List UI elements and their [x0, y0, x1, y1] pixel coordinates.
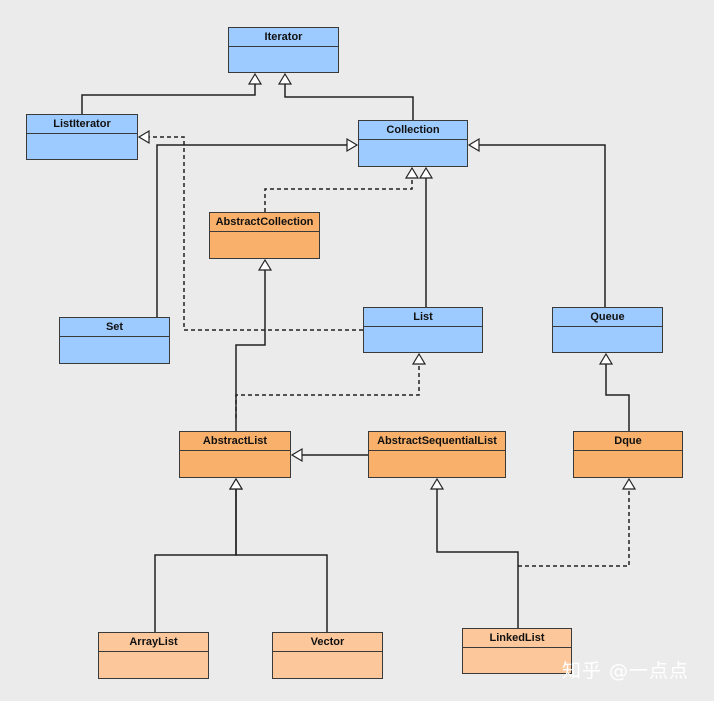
edge-abstractlist-to-abstractcollection — [235, 270, 266, 431]
node-queue[interactable]: Queue — [552, 307, 663, 353]
arrowhead-collection-to-iterator — [277, 72, 293, 85]
edge-arraylist-to-abstractlist — [154, 489, 237, 632]
edge-abstractcollection-to-collection — [264, 178, 413, 212]
node-abstractlist-label: AbstractList — [180, 432, 290, 451]
node-vector-label: Vector — [273, 633, 382, 652]
node-listiterator[interactable]: ListIterator — [26, 114, 138, 160]
node-iterator[interactable]: Iterator — [228, 27, 339, 73]
node-dque-label: Dque — [574, 432, 682, 451]
node-vector[interactable]: Vector — [272, 632, 383, 679]
arrowhead-list-to-collection — [418, 166, 434, 179]
node-set[interactable]: Set — [59, 317, 170, 364]
edge-queue-to-collection — [479, 144, 606, 307]
node-list-label: List — [364, 308, 482, 327]
arrowhead-abstractlist-to-abstractcollection — [257, 258, 273, 271]
node-dque[interactable]: Dque — [573, 431, 683, 478]
arrowhead-dque-to-queue — [598, 352, 614, 365]
node-arraylist[interactable]: ArrayList — [98, 632, 209, 679]
arrowhead-listiterator-to-iterator — [247, 72, 263, 85]
node-abstractcollection-label: AbstractCollection — [210, 213, 319, 232]
node-collection-label: Collection — [359, 121, 467, 140]
arrowhead-set-to-collection — [346, 137, 359, 153]
edge-set-to-collection — [156, 144, 347, 317]
arrowhead-list-to-listiterator — [137, 129, 150, 145]
node-abstractlist[interactable]: AbstractList — [179, 431, 291, 478]
arrowhead-abstractsequentiallist-to-abstractlist — [290, 447, 303, 463]
node-linkedlist-label: LinkedList — [463, 629, 571, 648]
node-abstractsequentiallist-label: AbstractSequentialList — [369, 432, 505, 451]
node-linkedlist[interactable]: LinkedList — [462, 628, 572, 674]
node-queue-label: Queue — [553, 308, 662, 327]
node-list[interactable]: List — [363, 307, 483, 353]
node-abstractcollection[interactable]: AbstractCollection — [209, 212, 320, 259]
edge-vector-to-abstractlist — [235, 489, 328, 632]
arrowhead-queue-to-collection — [467, 137, 480, 153]
arrowhead-linkedlist-to-dque — [621, 477, 637, 490]
edge-dque-to-queue — [605, 364, 630, 431]
edge-list-to-listiterator — [149, 136, 363, 331]
edge-linkedlist-to-dque — [518, 489, 630, 567]
arrowhead-abstractcollection-to-collection — [404, 166, 420, 179]
arrowhead-vector-to-abstractlist — [228, 477, 244, 490]
watermark: 知乎 @一点点 — [562, 660, 690, 682]
edge-abstractlist-to-list — [235, 364, 420, 418]
edge-listiterator-to-iterator — [81, 84, 256, 114]
node-collection[interactable]: Collection — [358, 120, 468, 167]
edge-linkedlist-to-abstractsequentiallist — [436, 489, 519, 628]
node-arraylist-label: ArrayList — [99, 633, 208, 652]
node-set-label: Set — [60, 318, 169, 337]
arrowhead-abstractlist-to-list — [411, 352, 427, 365]
node-listiterator-label: ListIterator — [27, 115, 137, 134]
node-iterator-label: Iterator — [229, 28, 338, 47]
edge-collection-to-iterator — [284, 84, 414, 120]
node-abstractsequentiallist[interactable]: AbstractSequentialList — [368, 431, 506, 478]
arrowhead-linkedlist-to-abstractsequentiallist — [429, 477, 445, 490]
